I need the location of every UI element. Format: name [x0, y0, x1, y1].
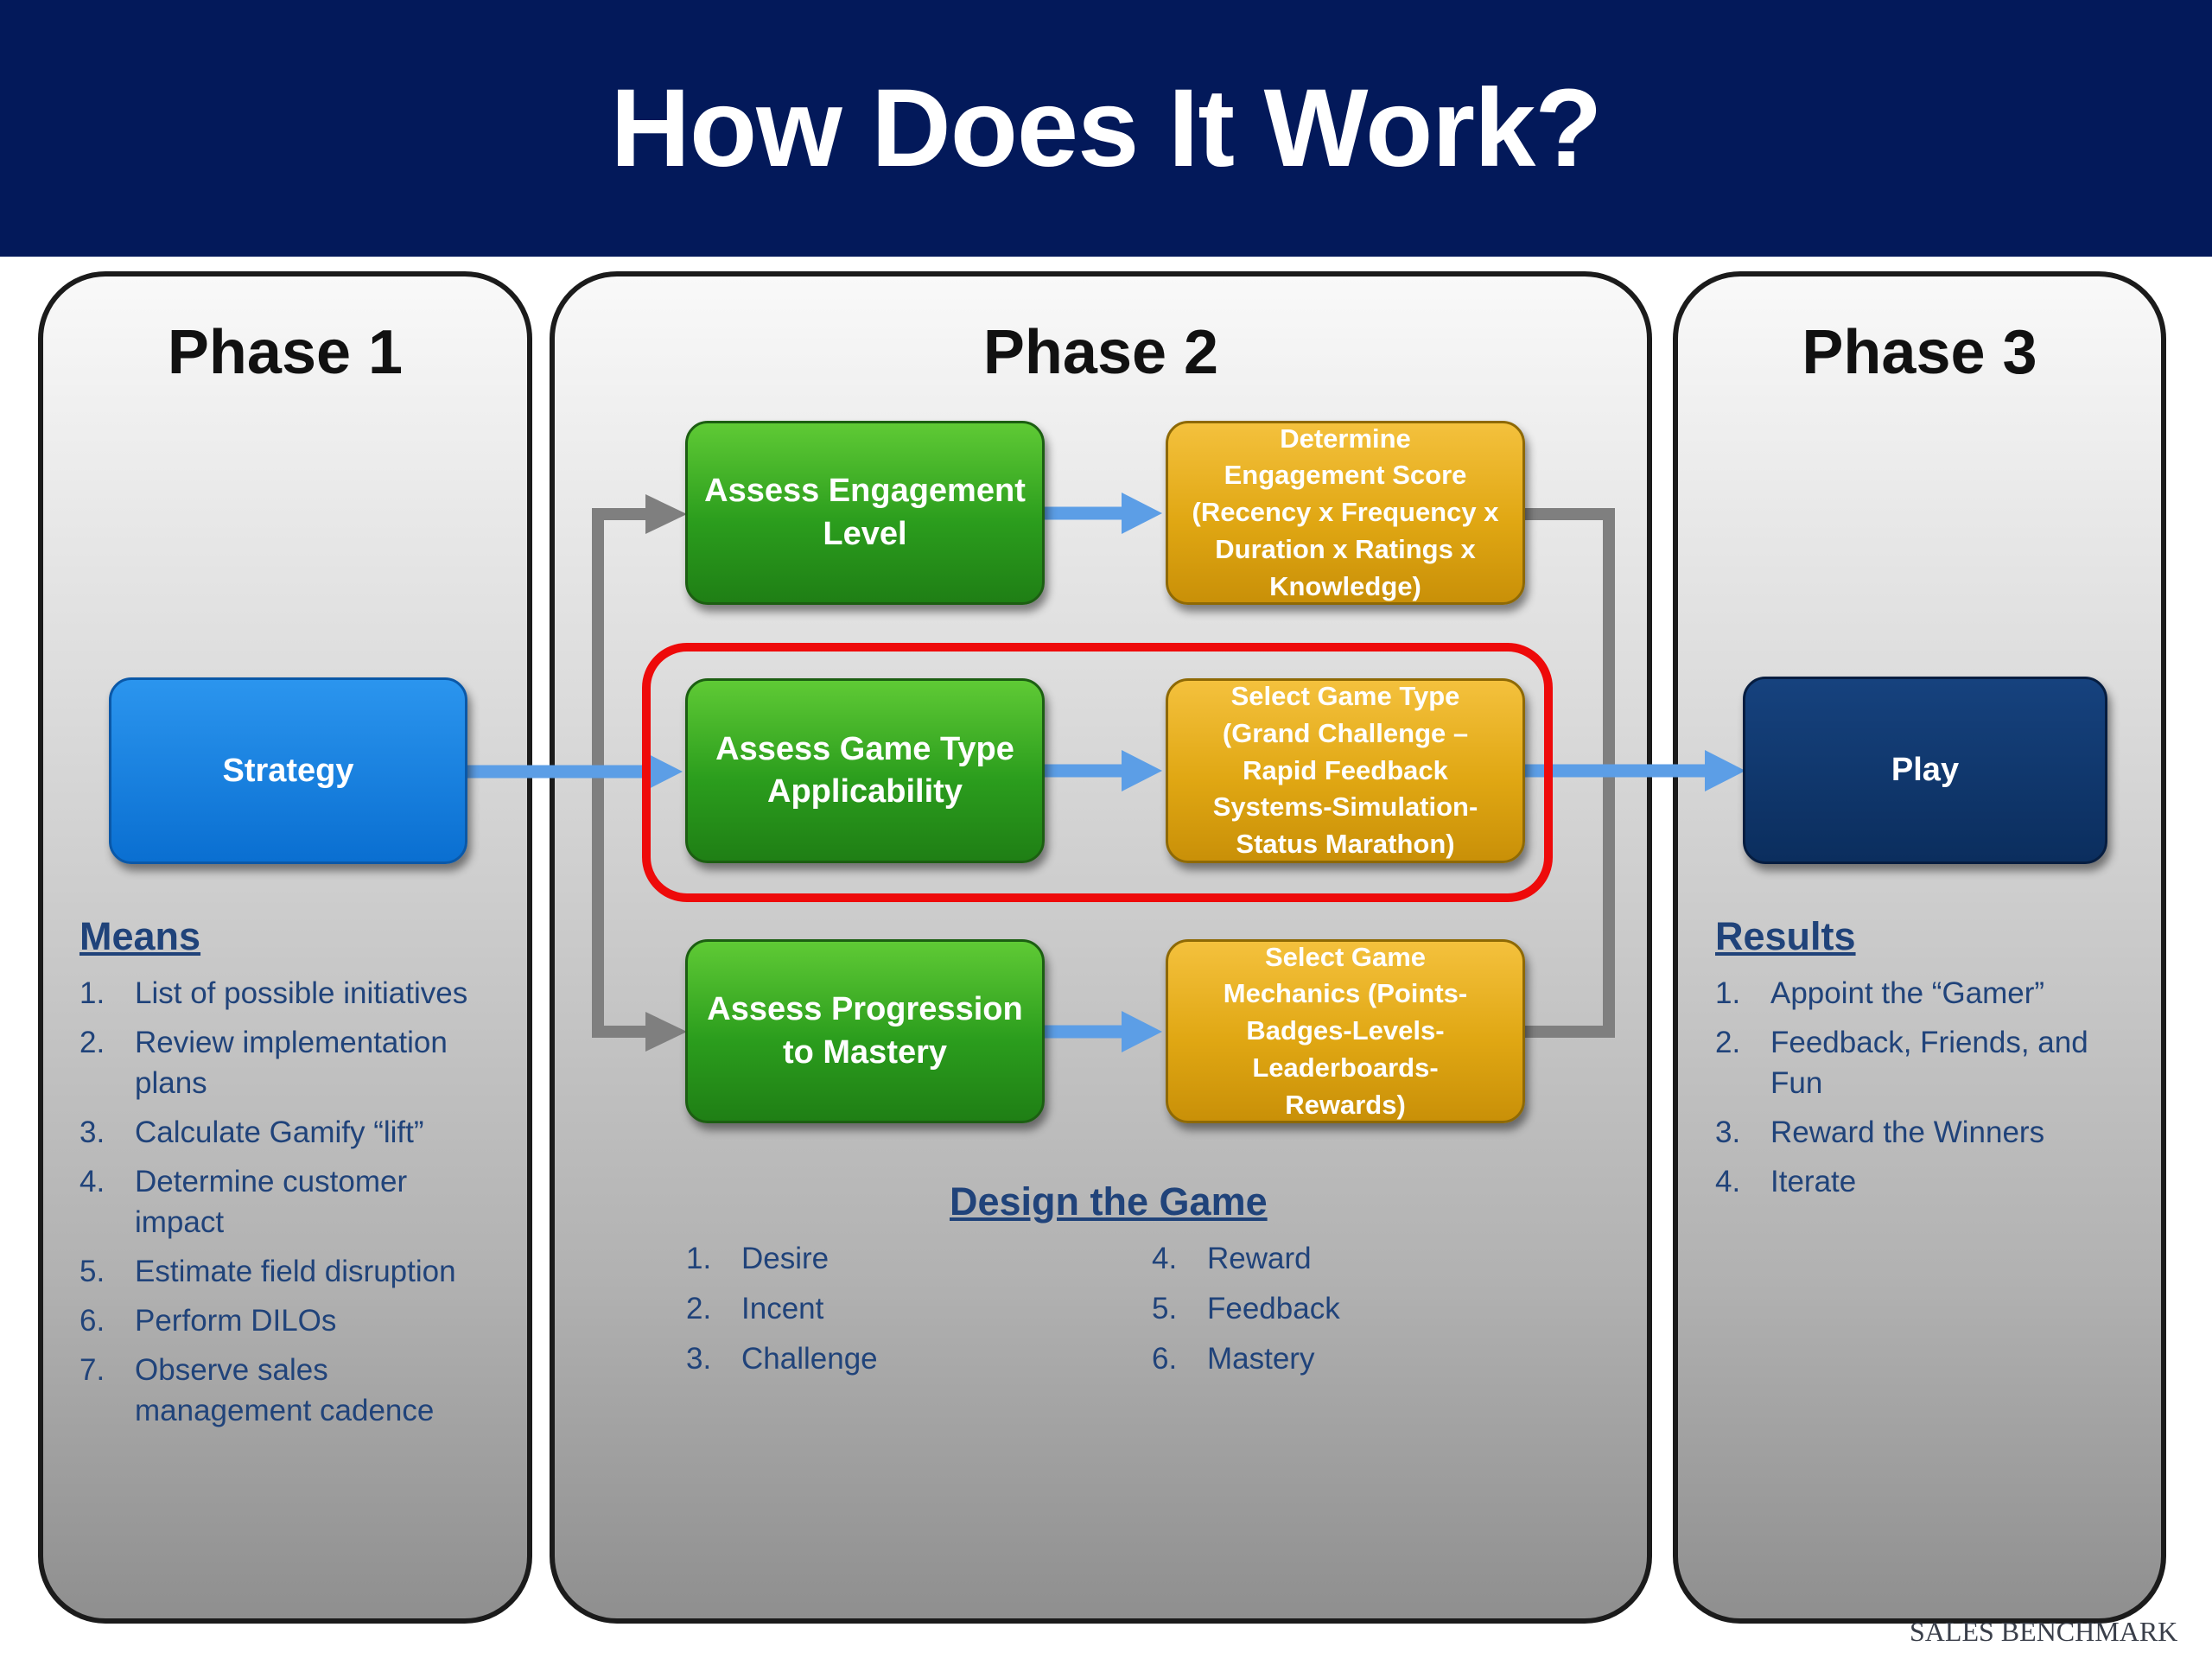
list-item: 3.Challenge: [686, 1342, 878, 1376]
list-item: 6.Mastery: [1152, 1342, 1315, 1376]
list-item: 5.Estimate field disruption: [79, 1255, 456, 1288]
means-heading: Means: [79, 914, 201, 958]
list-item: 4.Reward: [1152, 1242, 1312, 1275]
list-item: 6.Perform DILOs: [79, 1304, 337, 1338]
play-label: Play: [1891, 752, 1960, 788]
list-item: 4.Determine customer impact: [79, 1165, 408, 1239]
list-item: 3.Calculate Gamify “lift”: [79, 1116, 424, 1149]
highlight-frame: [642, 643, 1553, 902]
list-item: 5.Feedback: [1152, 1292, 1340, 1325]
assess-engagement-box: Assess Engagement Level: [685, 421, 1045, 605]
list-item: 1.Desire: [686, 1242, 830, 1275]
list-item: 4.Iterate: [1715, 1165, 1857, 1198]
list-item: 3.Reward the Winners: [1715, 1116, 2045, 1149]
list-item: 1.Appoint the “Gamer”: [1715, 976, 2045, 1010]
game-type-box: Select Game Type (Grand Challenge – Rapi…: [1166, 678, 1525, 863]
design-list-left: 1.Desire 2.Incent 3.Challenge: [686, 1238, 1032, 1389]
means-list: 1.List of possible initiatives 2.Review …: [79, 973, 494, 1440]
results-list: 1.Appoint the “Gamer” 2.Feedback, Friend…: [1715, 973, 2113, 1211]
game-mechanics-box: Select Game Mechanics (Points- Badges-Le…: [1166, 939, 1525, 1123]
assess-game-type-box: Assess Game Type Applicability: [685, 678, 1045, 863]
results-heading: Results: [1715, 914, 1856, 958]
phase-2-title: Phase 2: [982, 318, 1219, 387]
list-item: 1.List of possible initiatives: [79, 976, 468, 1010]
phase-3-title: Phase 3: [1802, 318, 2037, 387]
list-item: 2.Incent: [686, 1292, 824, 1325]
footer-brand-logo: SALES BENCHMARK INDEX: [1910, 1616, 2177, 1643]
list-item: 2.Feedback, Friends, and Fun: [1715, 1026, 2088, 1100]
engagement-score-box: Determine Engagement Score (Recency x Fr…: [1166, 421, 1525, 605]
list-item: 7.Observe sales management cadence: [79, 1353, 435, 1427]
list-item: 2.Review implementation plans: [79, 1026, 448, 1100]
assess-progression-box: Assess Progression to Mastery: [685, 939, 1045, 1123]
title-bar: [0, 0, 2212, 257]
design-the-game-heading: Design the Game: [950, 1179, 1268, 1224]
phase-1-title: Phase 1: [167, 318, 404, 387]
play-box: Play: [1743, 677, 2107, 864]
strategy-label: Strategy: [222, 752, 354, 789]
design-list-right: 4.Reward 5.Feedback 6.Mastery: [1152, 1238, 1497, 1389]
phase-1-panel: [38, 271, 532, 1624]
phase-3-panel: [1673, 271, 2166, 1624]
strategy-box: Strategy: [109, 677, 467, 864]
slide-title: How Does It Work?: [610, 67, 1603, 190]
